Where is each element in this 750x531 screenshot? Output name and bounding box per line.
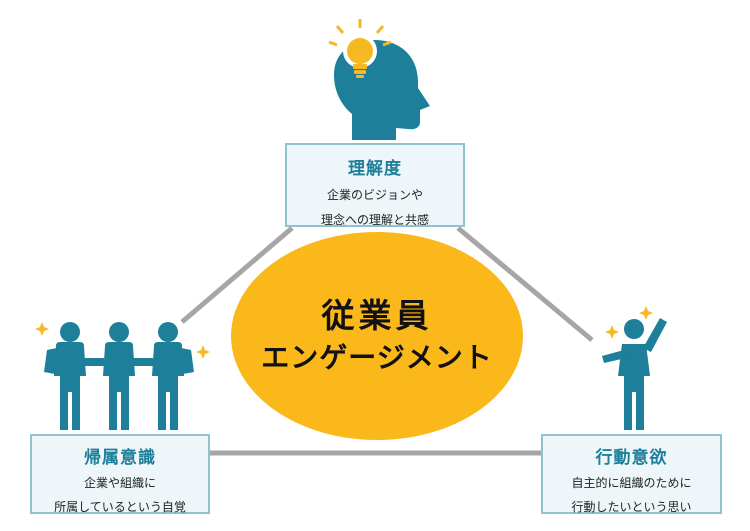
understanding-box: 理解度 企業のビジョンや 理念への理解と共感 — [285, 143, 465, 227]
belonging-desc-line2: 所属しているという自覚 — [54, 500, 186, 514]
motivation-title: 行動意欲 — [595, 448, 668, 468]
connector-top-right — [456, 226, 594, 342]
motivation-desc-line1: 自主的に組織のために — [571, 476, 692, 490]
connector-top-left — [180, 226, 294, 324]
engagement-label-line1: 従業員 — [321, 296, 433, 335]
belonging-desc-line1: 企業や組織に — [83, 476, 156, 490]
motivation-desc-line2: 行動したいという思い — [571, 500, 692, 514]
belonging-title: 帰属意識 — [84, 448, 156, 468]
sparkle-icon — [605, 306, 653, 339]
person-raising-arm-icon — [602, 318, 667, 430]
understanding-desc-line1: 企業のビジョンや — [326, 188, 423, 202]
engagement-label-line2: エンゲージメント — [261, 341, 493, 374]
understanding-desc-line2: 理念への理解と共感 — [320, 213, 429, 227]
belonging-box: 帰属意識 企業や組織に 所属しているという自覚 — [30, 434, 210, 514]
three-people-holding-hands-icon — [44, 322, 194, 430]
engagement-ellipse — [231, 232, 523, 440]
sparkle-icon — [35, 322, 210, 359]
understanding-title: 理解度 — [348, 159, 402, 179]
head-with-lightbulb-icon — [328, 19, 430, 140]
motivation-box: 行動意欲 自主的に組織のために 行動したいという思い — [541, 434, 722, 514]
engagement-label: 従業員 エンゲージメント — [232, 296, 522, 378]
